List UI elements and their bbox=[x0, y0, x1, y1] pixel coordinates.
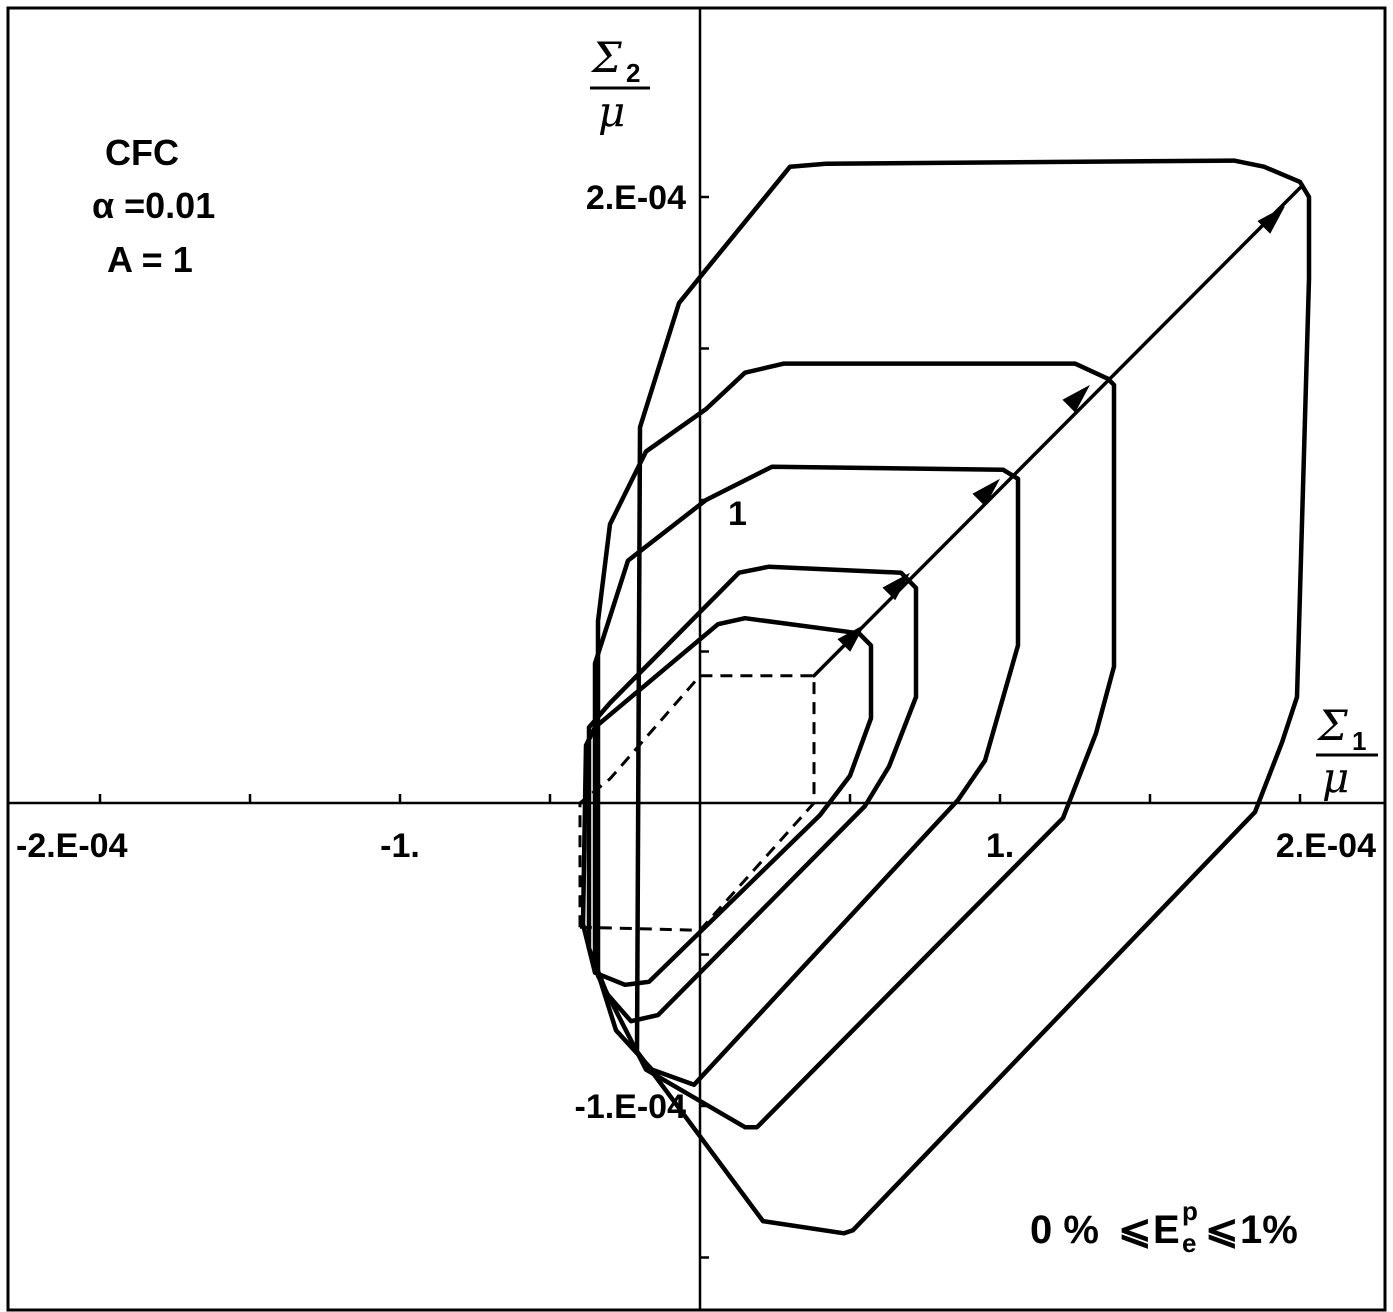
x-axis-label: Σ 1 μ bbox=[1316, 701, 1378, 802]
x-label-subscript: 1 bbox=[1352, 726, 1366, 756]
x-tick-label: 1. bbox=[986, 827, 1014, 865]
loading-arrowhead bbox=[882, 572, 910, 601]
alpha-label: α =0.01 bbox=[92, 185, 215, 226]
tick-labels: -2.E-04-1.1.2.E-042.E-04-1.E-04 bbox=[16, 179, 1376, 1126]
loading-arrowhead bbox=[1062, 384, 1090, 413]
y-axis-label: Σ 2 μ bbox=[590, 33, 650, 136]
strain-subscript: e bbox=[1182, 1228, 1196, 1258]
loading-arrowhead bbox=[972, 478, 1000, 507]
loading-path bbox=[812, 186, 1302, 678]
strain-prefix: 0 % bbox=[1030, 1208, 1099, 1252]
leq-symbol-1: ⩽ bbox=[1118, 1208, 1152, 1252]
x-tick-label: -2.E-04 bbox=[16, 827, 128, 865]
yield-surface-series bbox=[580, 158, 1312, 1236]
loading-arrowhead bbox=[837, 624, 865, 652]
leq-symbol-2: ⩽ bbox=[1205, 1208, 1239, 1252]
y-label-subscript: 2 bbox=[626, 58, 640, 88]
x-tick-label: 2.E-04 bbox=[1276, 827, 1376, 865]
lattice-label: CFC bbox=[105, 132, 179, 173]
strain-suffix: 1% bbox=[1240, 1208, 1298, 1252]
y-label-numerator: Σ bbox=[590, 33, 622, 82]
y-label-denominator: μ bbox=[598, 87, 625, 136]
curve-label: 1 bbox=[728, 495, 747, 533]
loading-arrowhead bbox=[1257, 206, 1285, 234]
strain-symbol: E bbox=[1153, 1208, 1180, 1252]
strain-superscript: p bbox=[1182, 1196, 1198, 1226]
a-label: A = 1 bbox=[107, 239, 193, 280]
plot-frame bbox=[6, 6, 1387, 1312]
x-label-numerator: Σ bbox=[1316, 701, 1348, 750]
yield-surface-5 bbox=[634, 158, 1312, 1236]
x-tick-label: -1. bbox=[380, 827, 420, 865]
y-tick-label: 2.E-04 bbox=[586, 179, 686, 217]
yield-surface-4 bbox=[595, 361, 1117, 1130]
yield-surface-3 bbox=[592, 464, 1021, 1088]
loading-arrows bbox=[837, 206, 1285, 652]
yield-surface-1 bbox=[580, 615, 874, 988]
x-label-denominator: μ bbox=[1322, 753, 1349, 802]
strain-range-annotation: 0 % ⩽ E p e ⩽ 1% bbox=[1030, 1196, 1298, 1258]
